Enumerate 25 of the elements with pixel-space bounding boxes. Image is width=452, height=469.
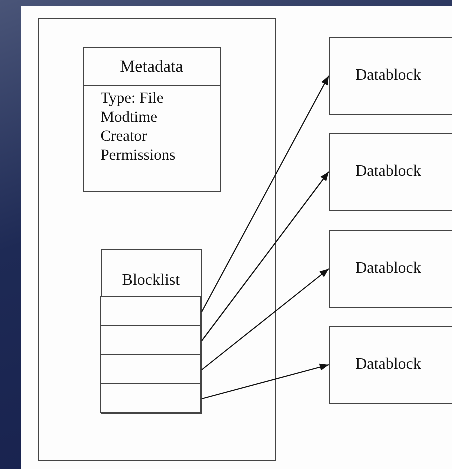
blocklist-table — [100, 248, 202, 414]
arrow — [202, 76, 330, 312]
block-label: Datablock — [354, 355, 422, 374]
datablock-box — [329, 133, 452, 211]
field-label: Type: File — [100, 90, 164, 108]
field-label: Modtime — [100, 108, 158, 128]
field-label: Creator — [100, 128, 148, 146]
list-entry-box — [100, 325, 202, 356]
datablock-box — [329, 37, 452, 115]
field-label: Permissions — [100, 146, 176, 166]
table-heading: Blocklist — [121, 270, 182, 290]
block-label: Datablock — [354, 66, 422, 86]
arrow — [202, 172, 330, 342]
datablock-box — [329, 230, 452, 308]
datablock-box — [329, 326, 452, 404]
list-entry-box — [100, 296, 202, 326]
block-label: Datablock — [354, 259, 422, 278]
inode-box — [38, 18, 276, 461]
list-entry-box — [100, 383, 202, 414]
block-label: Datablock — [354, 162, 422, 182]
list-entry-box — [100, 354, 202, 384]
metadata-box — [82, 46, 221, 192]
arrow — [202, 364, 330, 400]
arrow — [202, 268, 330, 370]
section-heading: Metadata — [119, 56, 184, 78]
